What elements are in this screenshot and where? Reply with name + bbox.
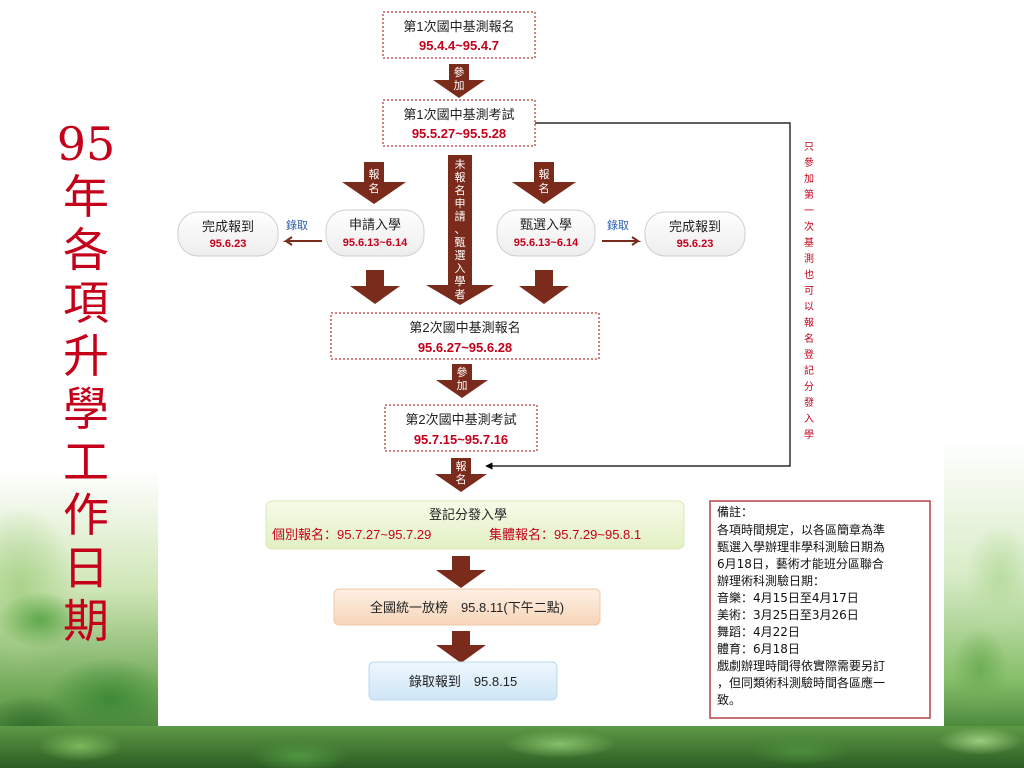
select-registration-arrow-label-a: 報	[539, 168, 550, 181]
remarks-line: 甄選入學辦理非學科測驗日期為	[717, 540, 885, 554]
no-application-arrow-label: 未報名申請、甄選入學者	[455, 158, 466, 301]
remarks-line: 音樂：4月15日至4月17日	[717, 590, 859, 605]
application-admission-date: 95.6.13~6.14	[343, 237, 408, 249]
join-arrow-2-label-a: 參	[457, 365, 468, 379]
select-registration-arrow: 報 名	[512, 162, 576, 204]
first-exam-registration-date: 95.4.4~95.4.7	[419, 38, 499, 53]
second-exam-registration-date: 95.6.27~95.6.28	[418, 340, 512, 355]
remarks-line: 各項時間規定，以各區簡章為準	[717, 522, 885, 537]
individual-registration-date: 個別報名：95.7.27~95.7.29	[272, 527, 431, 542]
select-registration-arrow-label-b: 名	[539, 181, 550, 195]
second-exam-box: 第2次國中基測考試 95.7.15~95.7.16	[384, 404, 538, 452]
remarks-line: 體育：6月18日	[717, 641, 800, 656]
application-admission-label: 申請入學	[349, 217, 401, 232]
enrollment-label: 錄取報到 95.8.15	[409, 674, 517, 689]
second-exam-date: 95.7.15~95.7.16	[414, 432, 508, 447]
join-arrow-2: 參 加	[436, 364, 488, 398]
first-exam-registration-label: 第1次國中基測報名	[403, 19, 514, 34]
first-exam-label: 第1次國中基測考試	[403, 107, 514, 122]
remarks-line: 致。	[717, 693, 741, 707]
admitted-arrow-right	[602, 236, 642, 246]
apply-to-second-arrow	[350, 270, 400, 304]
remarks-box: 備註： 各項時間規定，以各區簡章為準 甄選入學辦理非學科測驗日期為 6月18日，…	[709, 500, 931, 719]
title-char: 95	[56, 117, 116, 171]
title-char: 年	[63, 170, 109, 224]
select-to-second-arrow	[519, 270, 569, 304]
first-exam-date: 95.5.27~95.5.28	[412, 126, 506, 141]
remarks-line: 辦理術科測驗日期：	[717, 574, 825, 588]
national-release-label: 全國統一放榜 95.8.11(下午二點)	[370, 600, 564, 615]
remarks-line: 舞蹈：4月22日	[717, 625, 800, 639]
second-exam-registration-label: 第2次國中基測報名	[409, 320, 520, 335]
admitted-label-left: 錄取	[286, 218, 308, 232]
to-release-arrow	[436, 556, 486, 588]
group-registration-date: 集體報名：95.7.29~95.8.1	[489, 527, 641, 542]
join-arrow-1-label-b: 加	[454, 79, 465, 92]
registration-arrow-3: 報 名	[435, 458, 487, 492]
title-char: 學	[63, 382, 109, 436]
apply-registration-arrow-label-a: 報	[369, 168, 380, 181]
no-application-arrow: 未報名申請、甄選入學者	[426, 155, 494, 305]
plant-decoration-bottom	[0, 726, 1024, 768]
apply-registration-arrow: 報 名	[342, 162, 406, 204]
report-done-pill-left: 完成報到 95.6.23	[177, 211, 279, 257]
title-char: 期	[63, 594, 109, 648]
title-char: 日	[63, 541, 109, 595]
second-exam-label: 第2次國中基測考試	[405, 412, 516, 427]
registration-arrow-3-label-b: 名	[456, 472, 467, 486]
distribution-admission-label: 登記分發入學	[429, 507, 507, 522]
remarks-line: 美術：3月25日至3月26日	[717, 608, 859, 622]
remarks-heading: 備註：	[717, 504, 753, 519]
selection-admission-date: 95.6.13~6.14	[514, 237, 579, 249]
second-exam-registration-box: 第2次國中基測報名 95.6.27~95.6.28	[330, 312, 600, 360]
first-exam-box: 第1次國中基測考試 95.5.27~95.5.28	[382, 99, 536, 147]
direct-registration-note: 只參加第一次基測也可以報名登記分發入學	[804, 142, 814, 441]
admitted-label-right: 錄取	[607, 218, 629, 232]
report-done-left-label: 完成報到	[202, 219, 254, 234]
enrollment-box: 錄取報到 95.8.15	[368, 661, 558, 701]
title-char: 各	[63, 223, 109, 277]
to-enroll-arrow	[436, 631, 486, 663]
report-done-right-date: 95.6.23	[677, 238, 714, 250]
remarks-line: 6月18日，藝術才能班分區聯合	[717, 556, 884, 571]
selection-admission-label: 甄選入學	[520, 217, 572, 232]
registration-arrow-3-label-a: 報	[456, 460, 467, 473]
national-release-box: 全國統一放榜 95.8.11(下午二點)	[333, 588, 601, 626]
plant-decoration-left	[0, 470, 175, 768]
join-arrow-1: 參 加	[433, 64, 485, 98]
title-char: 作	[63, 488, 109, 542]
title-char: 項	[63, 276, 109, 330]
join-arrow-2-label-b: 加	[457, 379, 468, 392]
selection-admission-pill: 甄選入學 95.6.13~6.14	[496, 209, 596, 257]
remarks-line: 戲劇辦理時間得依實際需要另訂	[717, 658, 885, 673]
report-done-right-label: 完成報到	[669, 219, 721, 234]
application-admission-pill: 申請入學 95.6.13~6.14	[325, 209, 425, 257]
plant-decoration-right	[940, 440, 1024, 740]
vertical-page-title: 95 年 各 項 升 學 工 作 日 期	[56, 118, 116, 648]
direct-registration-connector	[485, 122, 791, 470]
first-exam-registration-box: 第1次國中基測報名 95.4.4~95.4.7	[382, 11, 536, 59]
title-char: 升	[63, 329, 109, 383]
remarks-line: ，但同類術科測驗時間各區應一	[717, 675, 885, 690]
join-arrow-1-label-a: 參	[454, 65, 465, 79]
report-done-pill-right: 完成報到 95.6.23	[644, 211, 746, 257]
report-done-left-date: 95.6.23	[210, 238, 247, 250]
title-char: 工	[63, 435, 109, 489]
apply-registration-arrow-label-b: 名	[369, 181, 380, 195]
distribution-admission-box: 登記分發入學 個別報名：95.7.27~95.7.29 集體報名：95.7.29…	[265, 500, 685, 550]
admitted-arrow-left	[282, 236, 322, 246]
